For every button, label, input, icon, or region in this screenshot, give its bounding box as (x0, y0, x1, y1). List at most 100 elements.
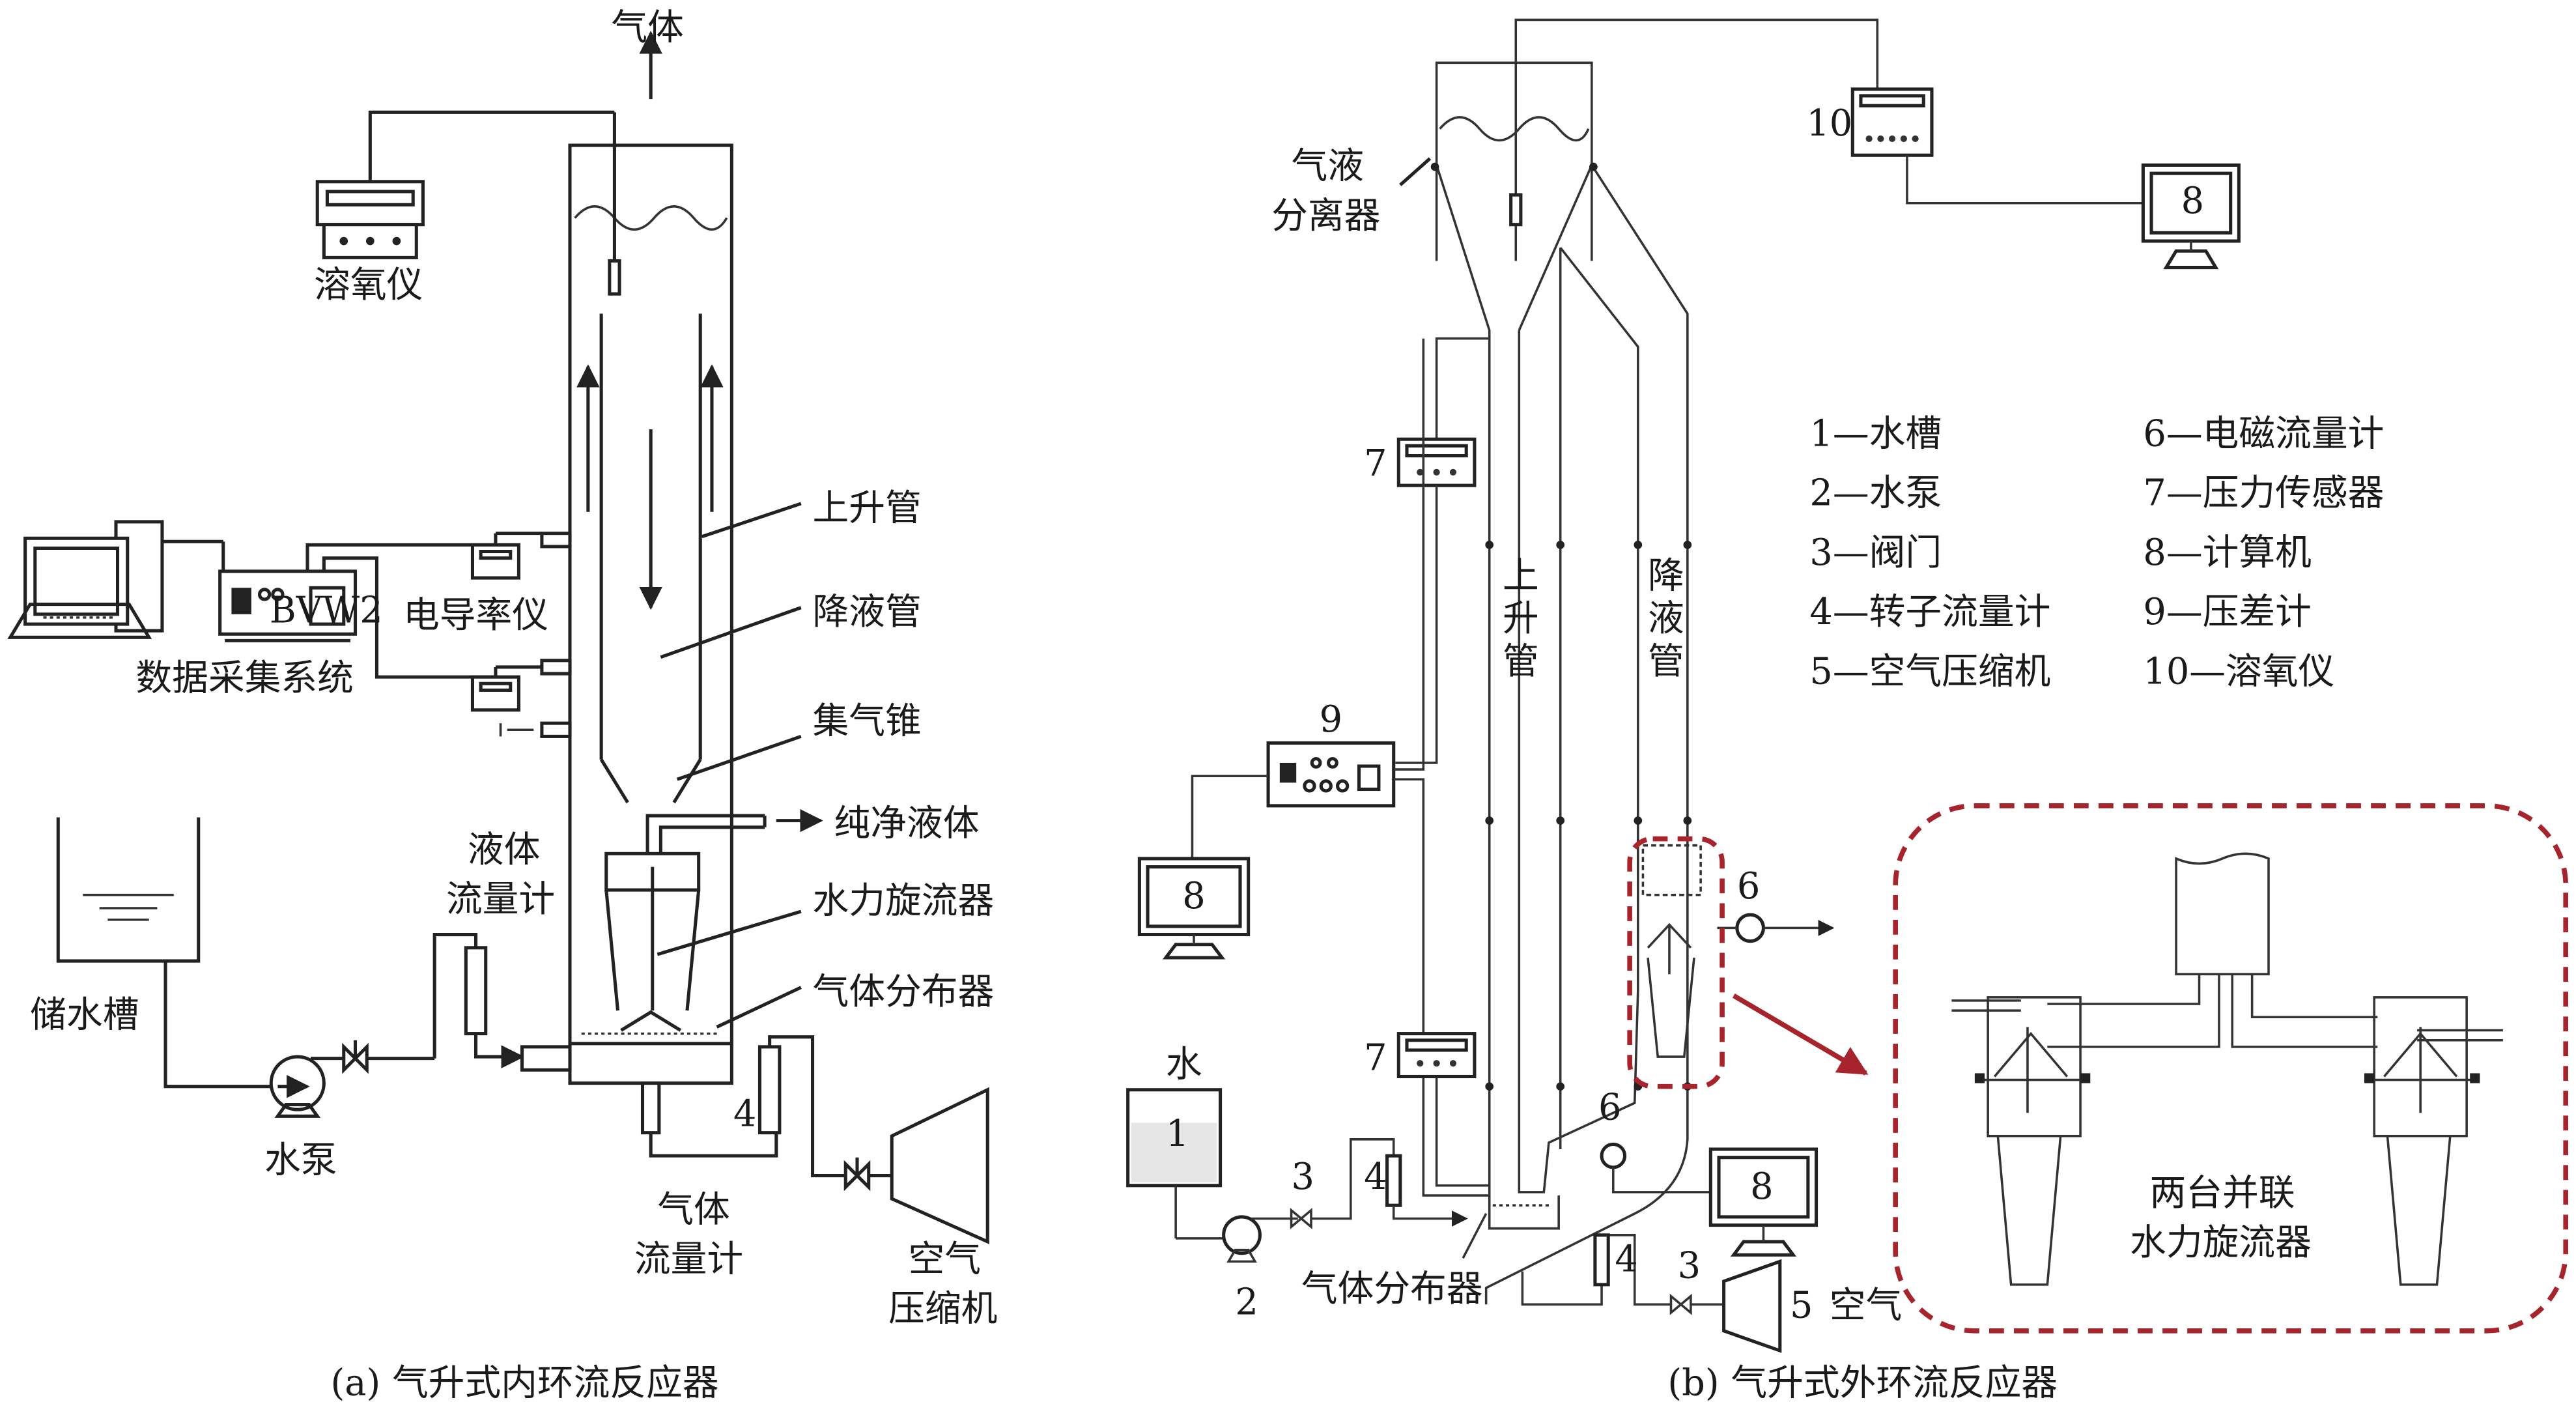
storage-tank-icon (56, 817, 273, 1089)
caption-panel-a: (a) 气升式内环流反应器 (330, 1362, 718, 1405)
pressure-sensor-icon (1396, 437, 1477, 487)
label-storage-tank: 储水槽 (30, 993, 139, 1036)
water-tank-icon (1126, 1088, 1226, 1240)
label-gas-flowmeter-num: 4 (733, 1093, 756, 1136)
label-gas-flowmeter-2: 流量计 (634, 1238, 743, 1281)
legend-item: 9—压差计 (2143, 591, 2311, 633)
legend-item: 1—水槽 (1809, 412, 1942, 455)
label-air-compressor-1: 空气 (909, 1238, 982, 1281)
legend-item: 8—计算机 (2143, 532, 2311, 574)
panel-b: 气液 分离器 上 升 管 降 液 管 10 8 7 (1126, 18, 2569, 1405)
label-riser-3: 管 (1503, 640, 1539, 683)
highlight-hydrocyclone-region (1627, 836, 1725, 1089)
label-riser: 上升管 (813, 487, 922, 529)
label-conductivity-meter: 电导率仪 (403, 594, 548, 636)
legend-item: 7—压力传感器 (2143, 472, 2384, 515)
pressure-sensor-icon (1396, 1032, 1477, 1079)
num-computer-top: 8 (2181, 180, 2204, 222)
label-hydrocyclone: 水力旋流器 (813, 880, 995, 922)
inset-parallel-hydrocyclones (1893, 803, 2569, 1334)
liquid-flowmeter-icon (464, 946, 488, 1036)
label-liquid-flowmeter-1: 液体 (468, 829, 541, 871)
label-downcomer-1: 降 (1648, 554, 1684, 597)
num-pump: 2 (1235, 1281, 1258, 1323)
panel-a: 气体 溶氧仪 BVW2 (7, 7, 997, 1405)
pump-icon (1222, 1215, 1298, 1263)
valve-icon (342, 1040, 435, 1074)
num-pressure-sensor-bottom: 7 (1364, 1036, 1387, 1079)
conductivity-meter-icon (470, 543, 520, 580)
water-pump-icon (269, 1055, 344, 1118)
num-em-flowmeter-bottom: 6 (1598, 1086, 1621, 1128)
valve-icon (1290, 1138, 1395, 1229)
num-tank: 1 (1166, 1113, 1189, 1155)
num-em-flowmeter-top: 6 (1737, 865, 1760, 908)
label-pure-liquid: 纯净液体 (834, 802, 980, 844)
liquid-pipe (432, 932, 478, 1059)
num-valve-liquid: 3 (1292, 1156, 1314, 1198)
num-valve-gas: 3 (1678, 1245, 1701, 1287)
computer-icon (1708, 1147, 1819, 1257)
label-gas-cone: 集气锥 (813, 700, 922, 742)
legend-item: 4—转子流量计 (1809, 591, 2050, 633)
label-downcomer-2: 液 (1648, 597, 1684, 640)
num-computer-bottom: 8 (1750, 1165, 1773, 1208)
label-liquid-flowmeter-2: 流量计 (446, 878, 555, 921)
num-compressor: 5 (1790, 1285, 1813, 1327)
do-meter-icon (1850, 87, 2144, 205)
diff-pressure-icon (1191, 338, 1490, 1197)
gas-pipe (649, 1132, 778, 1158)
valve-icon (1669, 1293, 1724, 1315)
air-compressor-icon (890, 1087, 989, 1244)
label-air: 空气 (1830, 1285, 1903, 1327)
num-rotameter-liquid: 4 (1364, 1156, 1387, 1198)
legend: 1—水槽 2—水泵 3—阀门 4—转子流量计 5—空气压缩机 6—电磁流量计 7—压力传感器… (1809, 412, 2384, 693)
label-gas-distributor: 气体分布器 (813, 971, 995, 1013)
label-water-pump: 水泵 (264, 1139, 337, 1181)
label-air-compressor-2: 压缩机 (888, 1288, 997, 1330)
label-downcomer-3: 管 (1648, 640, 1684, 683)
reactor-column (499, 112, 823, 1135)
num-diff-pressure: 9 (1320, 698, 1342, 741)
conductivity-meter-icon (470, 675, 520, 712)
label-separator-2: 分离器 (1271, 195, 1380, 237)
legend-item: 3—阀门 (1809, 532, 1942, 574)
label-gas-flowmeter-1: 气体 (657, 1189, 730, 1231)
legend-item: 10—溶氧仪 (2143, 650, 2334, 693)
highlight-arrow (1732, 993, 1869, 1076)
label-riser-1: 上 (1503, 554, 1539, 597)
legend-item: 5—空气压缩机 (1809, 650, 2050, 693)
label-water: 水 (1166, 1043, 1202, 1085)
air-compressor-icon (1722, 1259, 1782, 1353)
label-inset-1: 两台并联 (2150, 1172, 2295, 1214)
valve-icon (843, 1157, 892, 1192)
num-rotameter-gas: 4 (1615, 1238, 1637, 1281)
num-pressure-sensor-top: 7 (1364, 442, 1387, 485)
gas-flowmeter-icon (757, 1045, 782, 1135)
computer-icon (1137, 857, 1251, 960)
computer-icon (7, 520, 225, 639)
label-gas-distributor: 气体分布器 (1301, 1268, 1483, 1310)
label-riser-2: 升 (1503, 597, 1539, 640)
label-daq-system: 数据采集系统 (135, 657, 354, 699)
do-meter-icon (315, 110, 615, 259)
computer-icon (2141, 163, 2241, 270)
label-daq-model: BVW2 (270, 590, 383, 632)
label-gas-out: 气体 (611, 7, 684, 49)
em-flowmeter-icon (1735, 913, 1765, 943)
label-do-meter: 溶氧仪 (314, 264, 423, 306)
caption-panel-b: (b) 气升式外环流反应器 (1667, 1362, 2058, 1405)
em-flowmeter-icon (1600, 1142, 1627, 1169)
label-inset-2: 水力旋流器 (2130, 1222, 2312, 1264)
num-computer-left: 8 (1182, 875, 1205, 917)
rotameter-liquid-icon (1385, 1154, 1402, 1207)
rotameter-gas-icon (1593, 1233, 1610, 1287)
num-do-meter: 10 (1806, 102, 1852, 145)
legend-item: 6—电磁流量计 (2143, 412, 2384, 455)
label-downcomer: 降液管 (813, 591, 922, 633)
legend-item: 2—水泵 (1809, 472, 1942, 515)
reactor-loop (1430, 18, 1879, 1305)
label-separator-1: 气液 (1292, 145, 1365, 188)
